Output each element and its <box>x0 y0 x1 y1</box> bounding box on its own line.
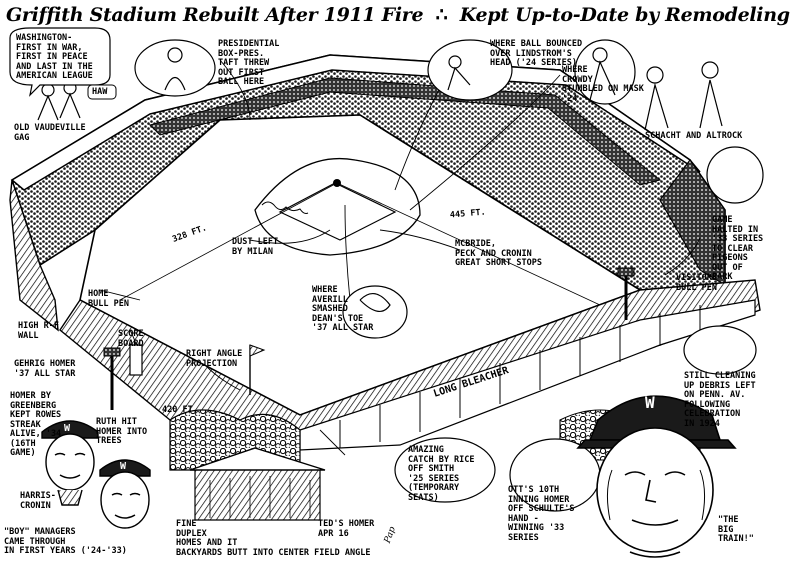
label-presidential: PRESIDENTIAL BOX-PRES. TAFT THREW OUT FI… <box>218 39 280 87</box>
title-part-1: Griffith Stadium Rebuilt After 1911 Fire <box>6 4 424 26</box>
label-haw: HAW <box>92 87 108 97</box>
label-vaudeville: OLD VAUDEVILLE GAG <box>14 123 86 143</box>
label-greenberg: HOMER BY GREENBERG KEPT ROWES STREAK ALI… <box>10 391 62 458</box>
title-separator: ∴ <box>435 4 448 26</box>
washington-speech-bubble <box>9 27 111 97</box>
stadium-illustration <box>9 27 764 558</box>
label-dust: DUST LEFT BY MILAN <box>232 237 279 257</box>
page-title: Griffith Stadium Rebuilt After 1911 Fire… <box>6 4 790 32</box>
label-game-halted: GAME HALTED IN '33 SERIES TO CLEAR PIGEO… <box>712 215 764 282</box>
title-part-2: Kept Up-to-Date by Remodeling <box>459 4 790 26</box>
label-visitors-bullpen: VISITORS BULL PEN <box>676 273 717 293</box>
label-score-board: SCORE BOARD <box>118 329 144 349</box>
label-still-cleaning: STILL CLEANING UP DEBRIS LEFT ON PENN. A… <box>684 371 756 429</box>
vignette-figures <box>37 47 723 312</box>
cartoon-page: Griffith Stadium Rebuilt After 1911 Fire… <box>4 4 790 558</box>
label-harris-cronin: HARRIS- CRONIN <box>20 491 56 511</box>
label-ruth: RUTH HIT HOMER INTO TREES <box>96 417 148 446</box>
cap-letter-cronin: W <box>120 461 127 472</box>
haw-bubble <box>87 84 117 100</box>
label-amazing-catch: AMAZING CATCH BY RICE OFF SMITH '25 SERI… <box>408 445 475 503</box>
label-schacht: SCHACHT AND ALTROCK <box>645 131 743 141</box>
label-duplex: FINE DUPLEX HOMES AND IT BACKYARDS BUTT … <box>176 519 371 558</box>
label-crowdy: WHERE CROWDY STUMBLED ON MASK '24 <box>562 65 644 104</box>
label-otts: OTT'S 10TH INNING HOMER OFF SCHULTE'S HA… <box>508 485 575 543</box>
cap-letter-big-train: W <box>645 393 655 412</box>
bleachers <box>59 267 761 451</box>
label-teds-homer: TED'S HOMER APR 16 <box>318 519 375 539</box>
label-high-wall: HIGH R-F WALL <box>18 321 59 341</box>
label-mcbride: McBRIDE, PECK AND CRONIN GREAT SHORT STO… <box>455 239 542 268</box>
label-averill: WHERE AVERILL SMASHED DEAN'S TOE '37 ALL… <box>312 285 374 333</box>
label-center-field-distance: 420 FT. <box>162 405 198 415</box>
label-boy-managers: "BOY" MANAGERS CAME THROUGH IN FIRST YEA… <box>4 527 127 556</box>
label-gehrig: GEHRIG HOMER '37 ALL STAR <box>14 359 76 379</box>
portraits-harris-cronin <box>41 420 151 529</box>
callout-lines <box>99 51 701 456</box>
vignette-bubbles <box>134 39 764 512</box>
cap-letter-harris: W <box>64 423 71 434</box>
portrait-big-train <box>576 395 737 558</box>
label-washington: WASHINGTON- FIRST IN WAR, FIRST IN PEACE… <box>16 33 93 81</box>
label-big-train: "THE BIG TRAIN!" <box>718 515 754 544</box>
label-ball-bounced: WHERE BALL BOUNCED OVER LINDSTROM'S HEAD… <box>490 39 583 68</box>
label-right-angle: RIGHT ANGLE PROJECTION <box>186 349 243 369</box>
label-home-bullpen: HOME BULL PEN <box>88 289 129 309</box>
